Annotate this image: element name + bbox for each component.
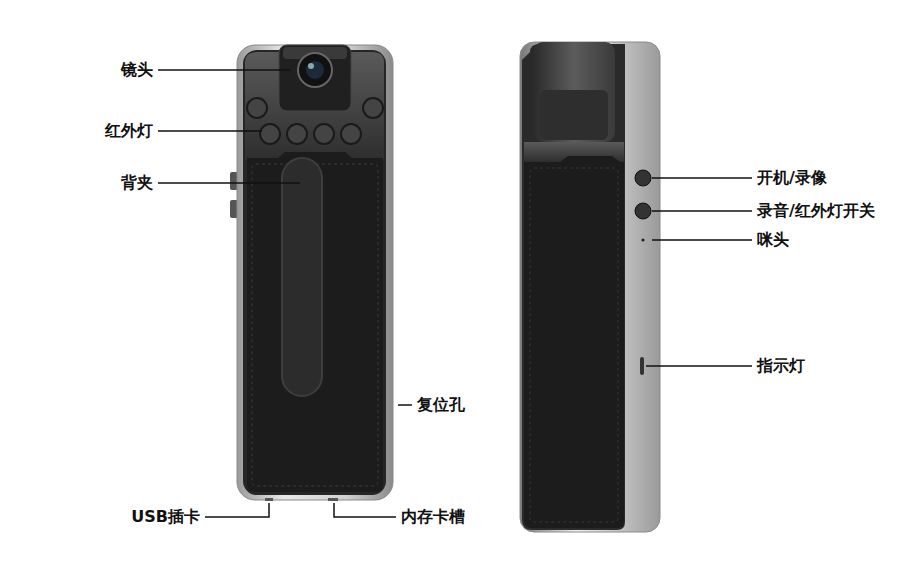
part-label: 指示灯	[757, 358, 805, 374]
side-view	[520, 42, 660, 532]
part-label: 咪头	[757, 232, 789, 248]
part-label: 录音/红外灯开关	[757, 203, 875, 219]
part-label: 背夹	[121, 175, 153, 191]
front-view	[230, 45, 393, 501]
part-label: 开机/录像	[757, 170, 827, 186]
part-label: 镜头	[121, 62, 153, 78]
leader-lines	[158, 70, 752, 517]
part-label: 红外灯	[105, 123, 153, 139]
part-label: USB插卡	[131, 509, 200, 525]
part-label: 内存卡槽	[401, 509, 465, 525]
part-label: 复位孔	[417, 397, 465, 413]
